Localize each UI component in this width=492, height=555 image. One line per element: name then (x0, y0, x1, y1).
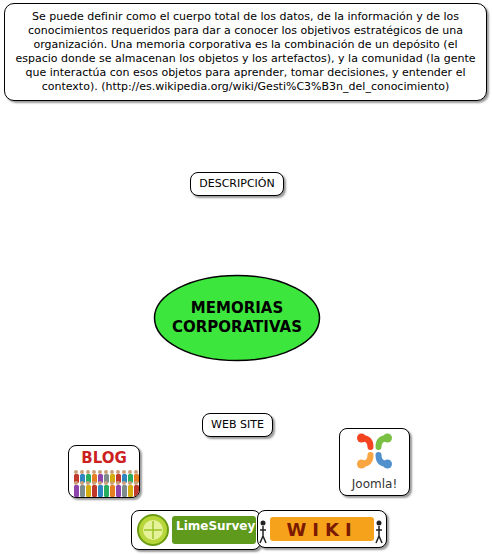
node-text: BLOG (69, 449, 139, 467)
node-text: Joomla! (340, 477, 409, 491)
blog-icon: BLOG (68, 445, 140, 498)
node-text: WIKI (258, 519, 386, 540)
label-box: DESCRIPCIÓN (190, 172, 284, 196)
joomla-icon: Joomla! (339, 428, 410, 496)
node-text: Se puede definir como el cuerpo total de… (13, 10, 478, 94)
node-text: DESCRIPCIÓN (199, 177, 275, 191)
node-text: LimeSurvey (176, 519, 255, 533)
wiki-icon: WIKI (257, 510, 387, 548)
label-box: WEB SITE (202, 413, 273, 437)
limesurvey-icon: LimeSurvey (131, 510, 261, 550)
node-text: WEB SITE (211, 418, 264, 432)
central-ellipse: MEMORIAS CORPORATIVAS (153, 274, 321, 362)
node-text: MEMORIAS CORPORATIVAS (167, 299, 307, 337)
description-box: Se puede definir como el cuerpo total de… (4, 3, 487, 101)
